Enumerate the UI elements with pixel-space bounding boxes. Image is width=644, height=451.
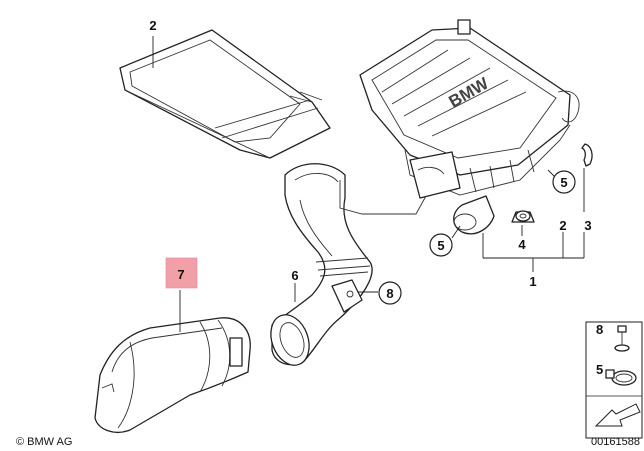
air-filter-element (119, 29, 331, 159)
grommet-part (511, 210, 535, 223)
callout-3: 3 (584, 218, 591, 233)
callout-1-text: 1 (529, 274, 536, 289)
callout-4: 4 (518, 237, 526, 252)
callout-8-text: 8 (386, 286, 393, 301)
callout-3-text: 3 (584, 218, 591, 233)
callout-2-mid: 2 (559, 218, 566, 233)
copyright-text: © BMW AG (16, 436, 72, 448)
callout-2-top-text: 2 (149, 18, 156, 33)
air-scoop (94, 317, 251, 433)
callout-6: 6 (291, 268, 298, 283)
leader-lines (152, 36, 585, 332)
callout-8: 8 (378, 281, 402, 305)
callout-2-mid-text: 2 (559, 218, 566, 233)
hose-clamp-icon (605, 369, 637, 386)
callout-5-left-text: 5 (437, 238, 444, 253)
callout-2-top: 2 (149, 18, 156, 33)
callout-5-right: 5 (552, 170, 576, 194)
callout-5-right-text: 5 (560, 175, 567, 190)
hardware-legend: 8 5 (585, 321, 643, 439)
legend-5-text: 5 (596, 362, 603, 377)
arrow-icon (594, 403, 641, 427)
callout-6-text: 6 (291, 268, 298, 283)
callout-7-highlighted: 7 (165, 257, 198, 289)
legend-8-text: 8 (596, 322, 603, 337)
callout-7-text: 7 (177, 267, 184, 282)
intake-duct (270, 163, 427, 366)
callout-1: 1 (529, 274, 536, 289)
clamp-part (581, 143, 593, 167)
intake-silencer-housing: BMW (359, 19, 580, 235)
callout-5-left: 5 (429, 233, 453, 257)
screw-icon (614, 325, 630, 352)
image-number-text: 00161588 (591, 436, 640, 448)
callout-4-text: 4 (518, 237, 526, 252)
